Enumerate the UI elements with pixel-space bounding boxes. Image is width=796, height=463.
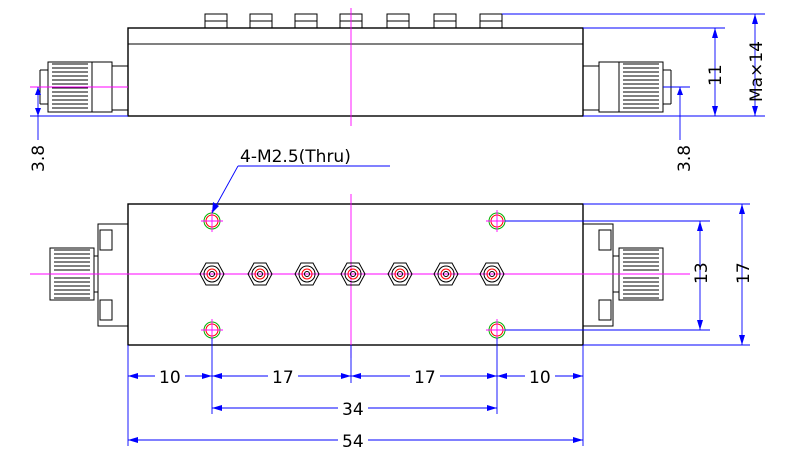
dim-max-height: Ma×14 (747, 41, 767, 102)
side-body (127, 27, 584, 117)
dim-body-height: 11 (706, 64, 726, 86)
dim-seg-right: 10 (529, 368, 551, 388)
side-right-connector (582, 61, 672, 113)
plan-dims-right (505, 203, 750, 346)
hole-note: 4-M2.5(Thru) (240, 147, 351, 167)
plan-right-connector (582, 223, 664, 327)
tuning-screws-plan (199, 262, 505, 286)
side-dims-right (502, 13, 765, 140)
plan-left-connector (49, 223, 129, 327)
plan-view: 4-M2.5(Thru) 13 17 (30, 147, 754, 452)
mounting-hole-bottom-left (201, 319, 223, 341)
dim-width-vertical: 17 (734, 262, 754, 284)
dim-hole-span: 34 (342, 400, 364, 420)
mounting-hole-bottom-right (486, 319, 508, 341)
side-view: 3.8 3.8 11 Ma×14 (29, 8, 767, 172)
side-tuning-screws (204, 13, 503, 29)
dim-right-height: 3.8 (675, 145, 695, 172)
dim-seg-left: 10 (159, 368, 181, 388)
dim-seg-mid-left: 17 (272, 368, 294, 388)
dim-seg-mid-right: 17 (414, 368, 436, 388)
mounting-hole-top-left (201, 210, 223, 232)
dim-overall: 54 (342, 432, 364, 452)
hole-note-leader (211, 165, 390, 214)
dim-hole-vertical: 13 (692, 262, 712, 284)
dim-left-height: 3.8 (29, 145, 49, 172)
plan-dims-bottom (127, 338, 584, 446)
mounting-hole-top-right (486, 210, 508, 232)
side-dims-left (30, 87, 128, 140)
